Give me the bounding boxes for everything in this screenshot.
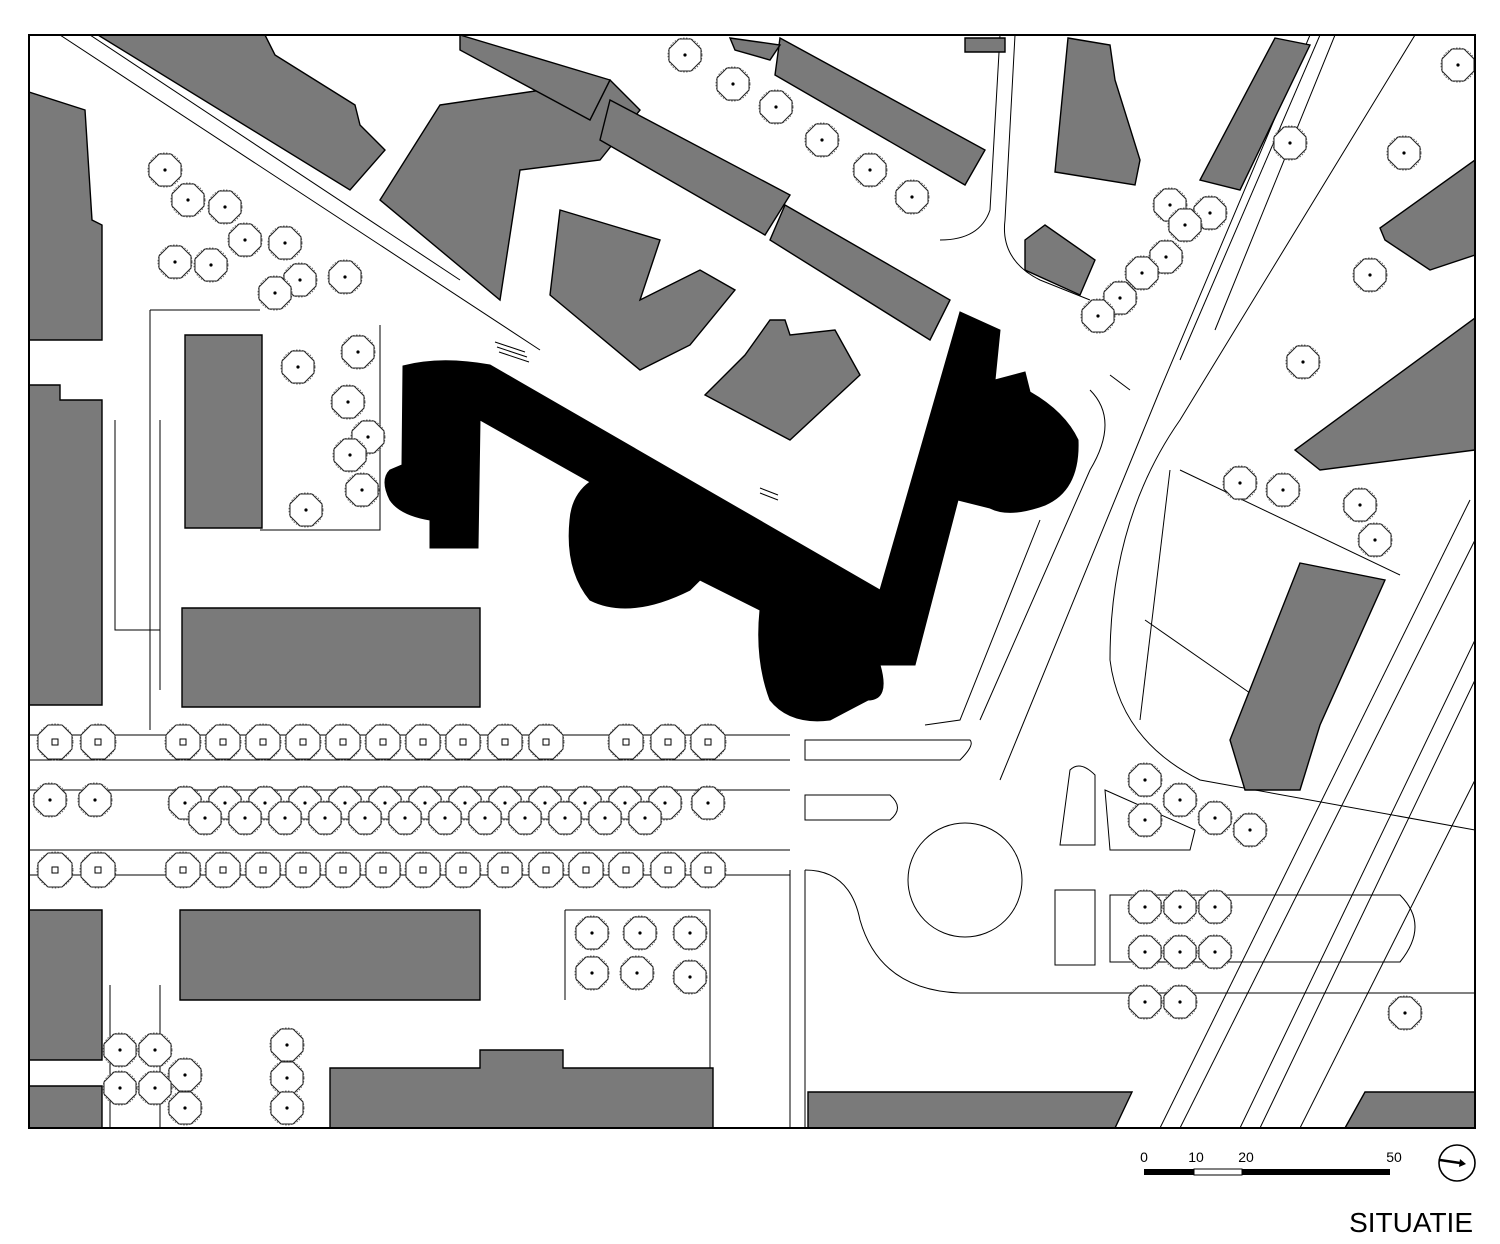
project-building — [384, 311, 1079, 722]
street-lines — [29, 35, 1475, 1128]
scale-tick-0: 0 — [1140, 1149, 1148, 1165]
scale-tick-50: 50 — [1386, 1149, 1402, 1165]
map-title: SITUATIE — [1349, 1207, 1473, 1238]
existing-buildings — [29, 35, 1475, 1128]
scale-bar-segment — [1144, 1169, 1194, 1175]
scale-bar-segment — [1193, 1168, 1243, 1176]
scale-bar: 0 10 20 50 — [1140, 1149, 1402, 1176]
north-arrow-icon — [1438, 1144, 1476, 1182]
map-frame — [28, 34, 1476, 1129]
map-content — [29, 35, 1475, 1128]
scale-bar-segment — [1242, 1169, 1390, 1175]
street-tree-rows — [36, 723, 727, 889]
scale-tick-20: 20 — [1238, 1149, 1254, 1165]
scale-tick-10: 10 — [1188, 1149, 1204, 1165]
stairs — [494, 341, 779, 501]
